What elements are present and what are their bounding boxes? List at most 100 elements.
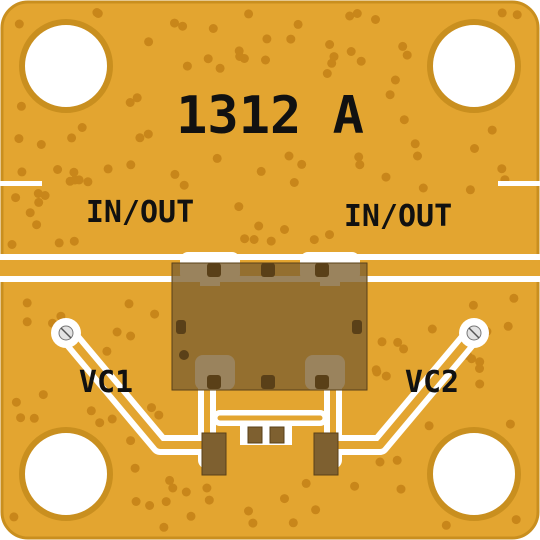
via-dot — [512, 10, 522, 20]
via-dot — [74, 175, 84, 185]
via-dot — [235, 52, 245, 61]
screw-pad-icon — [459, 318, 489, 348]
via-dot — [34, 197, 44, 207]
via-dot — [203, 54, 213, 64]
via-dot — [465, 185, 475, 195]
via-dot — [11, 193, 21, 203]
via-dot — [293, 19, 303, 29]
via-dot — [154, 410, 164, 420]
via-dot — [38, 390, 48, 400]
via-dot — [244, 9, 254, 19]
via-dot — [182, 61, 192, 71]
via-dot — [11, 397, 21, 407]
via-dot — [168, 483, 178, 493]
via-dot — [375, 457, 385, 467]
via-dot — [186, 511, 196, 521]
via-dot — [249, 235, 259, 244]
via-dot — [475, 364, 484, 373]
via-dot — [32, 220, 42, 230]
via-dot — [126, 160, 136, 170]
via-dot — [102, 346, 112, 356]
via-dot — [159, 522, 169, 532]
vc2-label: VC2 — [405, 365, 459, 400]
via-dot — [126, 331, 136, 341]
via-dot — [254, 221, 264, 231]
mounting-hole-icon — [427, 19, 521, 113]
via-dot — [83, 177, 93, 187]
via-dot — [131, 497, 141, 506]
via-dot — [390, 75, 400, 85]
via-dot — [497, 164, 507, 174]
via-dot — [240, 234, 250, 244]
via-dot — [145, 501, 155, 510]
vc-traces-copper — [62, 329, 478, 463]
via-dot — [25, 208, 35, 218]
via-dot — [441, 520, 451, 530]
smd-components — [201, 425, 339, 476]
mounting-holes — [19, 19, 521, 521]
via-dot — [289, 178, 299, 187]
via-dot — [54, 238, 64, 248]
via-dot — [322, 69, 332, 78]
via-dot — [17, 167, 27, 177]
via-dot — [327, 58, 337, 68]
via-dot — [14, 19, 24, 29]
via-dot — [248, 518, 258, 528]
via-dot — [36, 140, 46, 149]
via-dot — [125, 98, 135, 107]
via-dot — [212, 153, 222, 163]
via-dot — [261, 55, 270, 65]
via-dot — [346, 47, 356, 56]
via-dot — [150, 309, 160, 319]
via-dot — [202, 483, 212, 493]
via-dot — [418, 183, 428, 193]
via-dot — [475, 379, 485, 389]
screw-pad-icon — [51, 318, 81, 348]
via-dot — [93, 9, 103, 18]
via-dot — [410, 139, 420, 149]
via-dot — [124, 299, 134, 309]
rf-left-label: IN/OUT — [86, 195, 194, 230]
via-dot — [286, 34, 296, 44]
via-dot — [325, 40, 335, 49]
via-dot — [475, 357, 485, 367]
via-dot — [280, 494, 289, 504]
via-dot — [381, 172, 391, 182]
via-dot — [468, 300, 478, 310]
via-dot — [33, 189, 43, 198]
via-dot — [371, 365, 381, 375]
via-dot — [509, 293, 519, 303]
mounting-hole-icon — [427, 427, 521, 521]
via-dot — [402, 50, 412, 60]
via-dot — [22, 298, 32, 308]
via-dot — [413, 151, 422, 161]
via-dot — [398, 41, 408, 51]
via-dot — [204, 495, 214, 505]
via-dot — [497, 8, 507, 18]
via-dot — [266, 236, 276, 246]
via-dot — [256, 166, 266, 176]
via-dot — [427, 324, 437, 334]
via-dot — [14, 134, 24, 144]
via-dot — [86, 406, 96, 416]
via-dot — [16, 413, 26, 423]
via-dot — [505, 419, 515, 429]
via-dot — [399, 344, 409, 354]
via-dot — [371, 15, 380, 24]
via-dot — [393, 337, 403, 347]
via-dot — [511, 515, 521, 525]
via-pattern — [7, 8, 522, 532]
via-dot — [7, 240, 17, 249]
via-dot — [132, 93, 142, 103]
vc1-label: VC1 — [79, 365, 133, 400]
via-dot — [53, 165, 63, 174]
via-dot — [130, 463, 140, 473]
via-dot — [325, 230, 334, 240]
via-dot — [161, 497, 171, 507]
rf-right-label: IN/OUT — [344, 199, 452, 234]
via-dot — [29, 413, 39, 423]
via-dot — [65, 176, 75, 186]
via-dot — [392, 455, 402, 465]
via-dot — [377, 337, 387, 347]
